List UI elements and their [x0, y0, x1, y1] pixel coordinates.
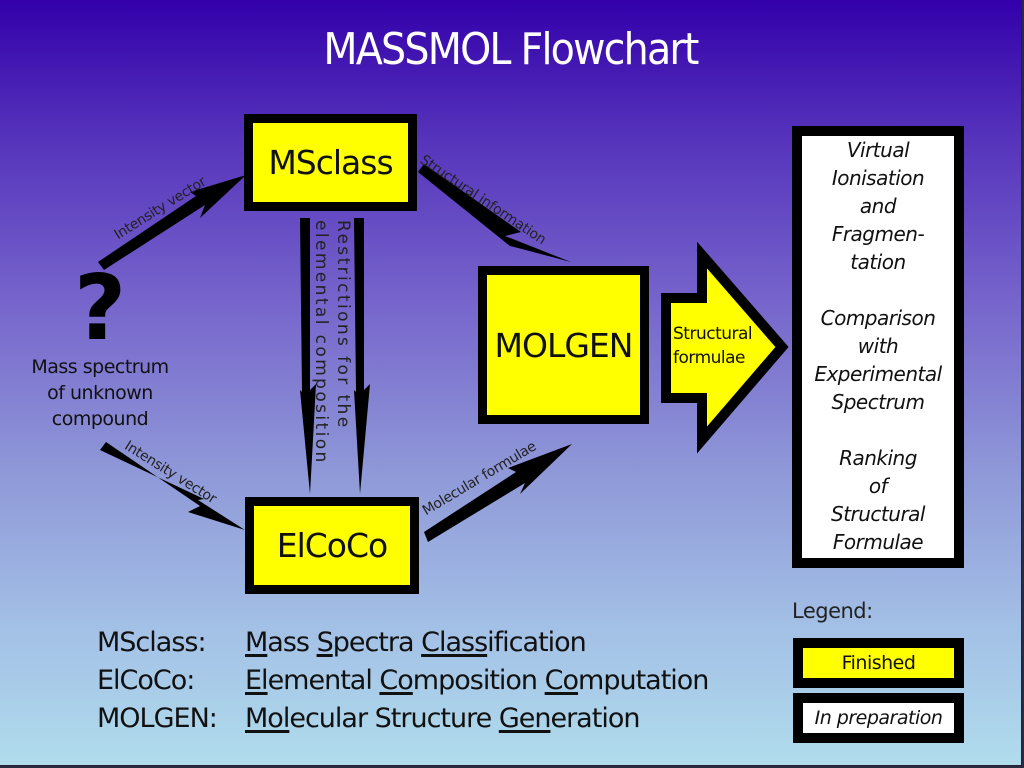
node-msclass-label: MSclass	[268, 143, 393, 182]
arrow-restriction-left	[300, 218, 316, 494]
expansion-text: ecular Structure	[289, 703, 499, 734]
abbreviation-row: ElCoCo:Elemental Composition Computation	[97, 662, 709, 700]
acronym-letters: Mol	[245, 703, 290, 734]
input-line: Mass spectrum	[31, 356, 169, 378]
edge-label-restrictions-line1: Restrictions for the	[333, 220, 353, 430]
arrow-restriction-right	[354, 218, 370, 494]
arrow-msclass-to-molgen	[418, 164, 571, 262]
legend-finished-label: Finished	[841, 652, 916, 674]
page-title: MASSMOL Flowchart	[323, 24, 699, 75]
node-msclass[interactable]: MSclass	[244, 114, 417, 211]
structural-formulae-line: formulae	[673, 348, 746, 368]
abbreviation-expansion: Elemental Composition Computation	[245, 662, 709, 700]
acronym-letters: S	[316, 627, 334, 658]
abbreviation-row: MSclass: Mass Spectra Classification	[97, 624, 708, 662]
acronym-letters: El	[245, 665, 269, 696]
expansion-text: ification	[487, 627, 587, 658]
legend-in-preparation: In preparation	[793, 693, 964, 743]
arrow-elcoco-to-molgen	[424, 444, 572, 542]
structural-formulae-label: Structural formulae	[673, 322, 753, 370]
expansion-text: mputation	[578, 665, 709, 696]
input-line: compound	[51, 408, 149, 430]
future-step-line: Virtual	[846, 138, 910, 162]
future-step-line: Experimental	[814, 362, 942, 386]
abbreviation-expansion: Mass Spectra Classification	[245, 624, 587, 662]
future-step-line: Ranking	[839, 446, 917, 470]
acronym-letters: Co	[379, 665, 413, 696]
future-step-line: with	[857, 334, 899, 358]
expansion-text: ass	[267, 627, 317, 658]
legend-in-preparation-label: In preparation	[814, 707, 943, 729]
future-step-line: of	[868, 474, 888, 498]
legend-finished: Finished	[793, 638, 964, 688]
abbreviation-key: MOLGEN:	[97, 703, 218, 734]
future-step-line: tation	[850, 250, 906, 274]
arrow-intensity-to-msclass	[98, 175, 246, 270]
future-step-line: Fragmen-	[831, 222, 925, 246]
future-step-line: Comparison	[820, 306, 936, 330]
question-mark-icon: ?	[74, 256, 127, 361]
node-elcoco-label: ElCoCo	[276, 526, 388, 565]
structural-formulae-line: Structural	[673, 324, 753, 344]
expansion-text: pectra	[332, 627, 422, 658]
future-step-line: Formulae	[832, 530, 924, 554]
abbreviation-row: MOLGEN: Molecular Structure Generation	[97, 700, 708, 738]
future-step-line: Ionisation	[831, 166, 925, 190]
future-step-line: and	[859, 194, 897, 218]
structural-formulae-arrow	[661, 241, 789, 454]
abbreviation-expansion: Molecular Structure Generation	[245, 700, 640, 738]
input-line: of unknown	[47, 382, 153, 404]
acronym-letters: Gen	[498, 703, 552, 734]
future-step-line: Spectrum	[831, 390, 925, 414]
future-step-line: Structural	[831, 502, 925, 526]
arrow-intensity-to-elcoco	[100, 442, 245, 530]
input-node-mass-spectrum: Mass spectrum of unknown compound	[22, 354, 178, 432]
acronym-letters: Co	[544, 665, 579, 696]
expansion-text: emental	[267, 665, 380, 696]
expansion-text: mposition	[412, 665, 545, 696]
acronym-letters: M	[245, 627, 268, 658]
node-elcoco[interactable]: ElCoCo	[245, 497, 419, 594]
acronym-letters: Class	[421, 627, 488, 658]
edge-label-restrictions-line2: elemental composition	[311, 220, 331, 465]
node-molgen[interactable]: MOLGEN	[478, 266, 649, 424]
legend-title: Legend:	[792, 599, 873, 623]
abbreviation-key: MSclass:	[97, 627, 207, 658]
node-molgen-label: MOLGEN	[494, 325, 634, 365]
expansion-text: eration	[550, 703, 640, 734]
abbreviation-key: ElCoCo:	[97, 665, 195, 696]
